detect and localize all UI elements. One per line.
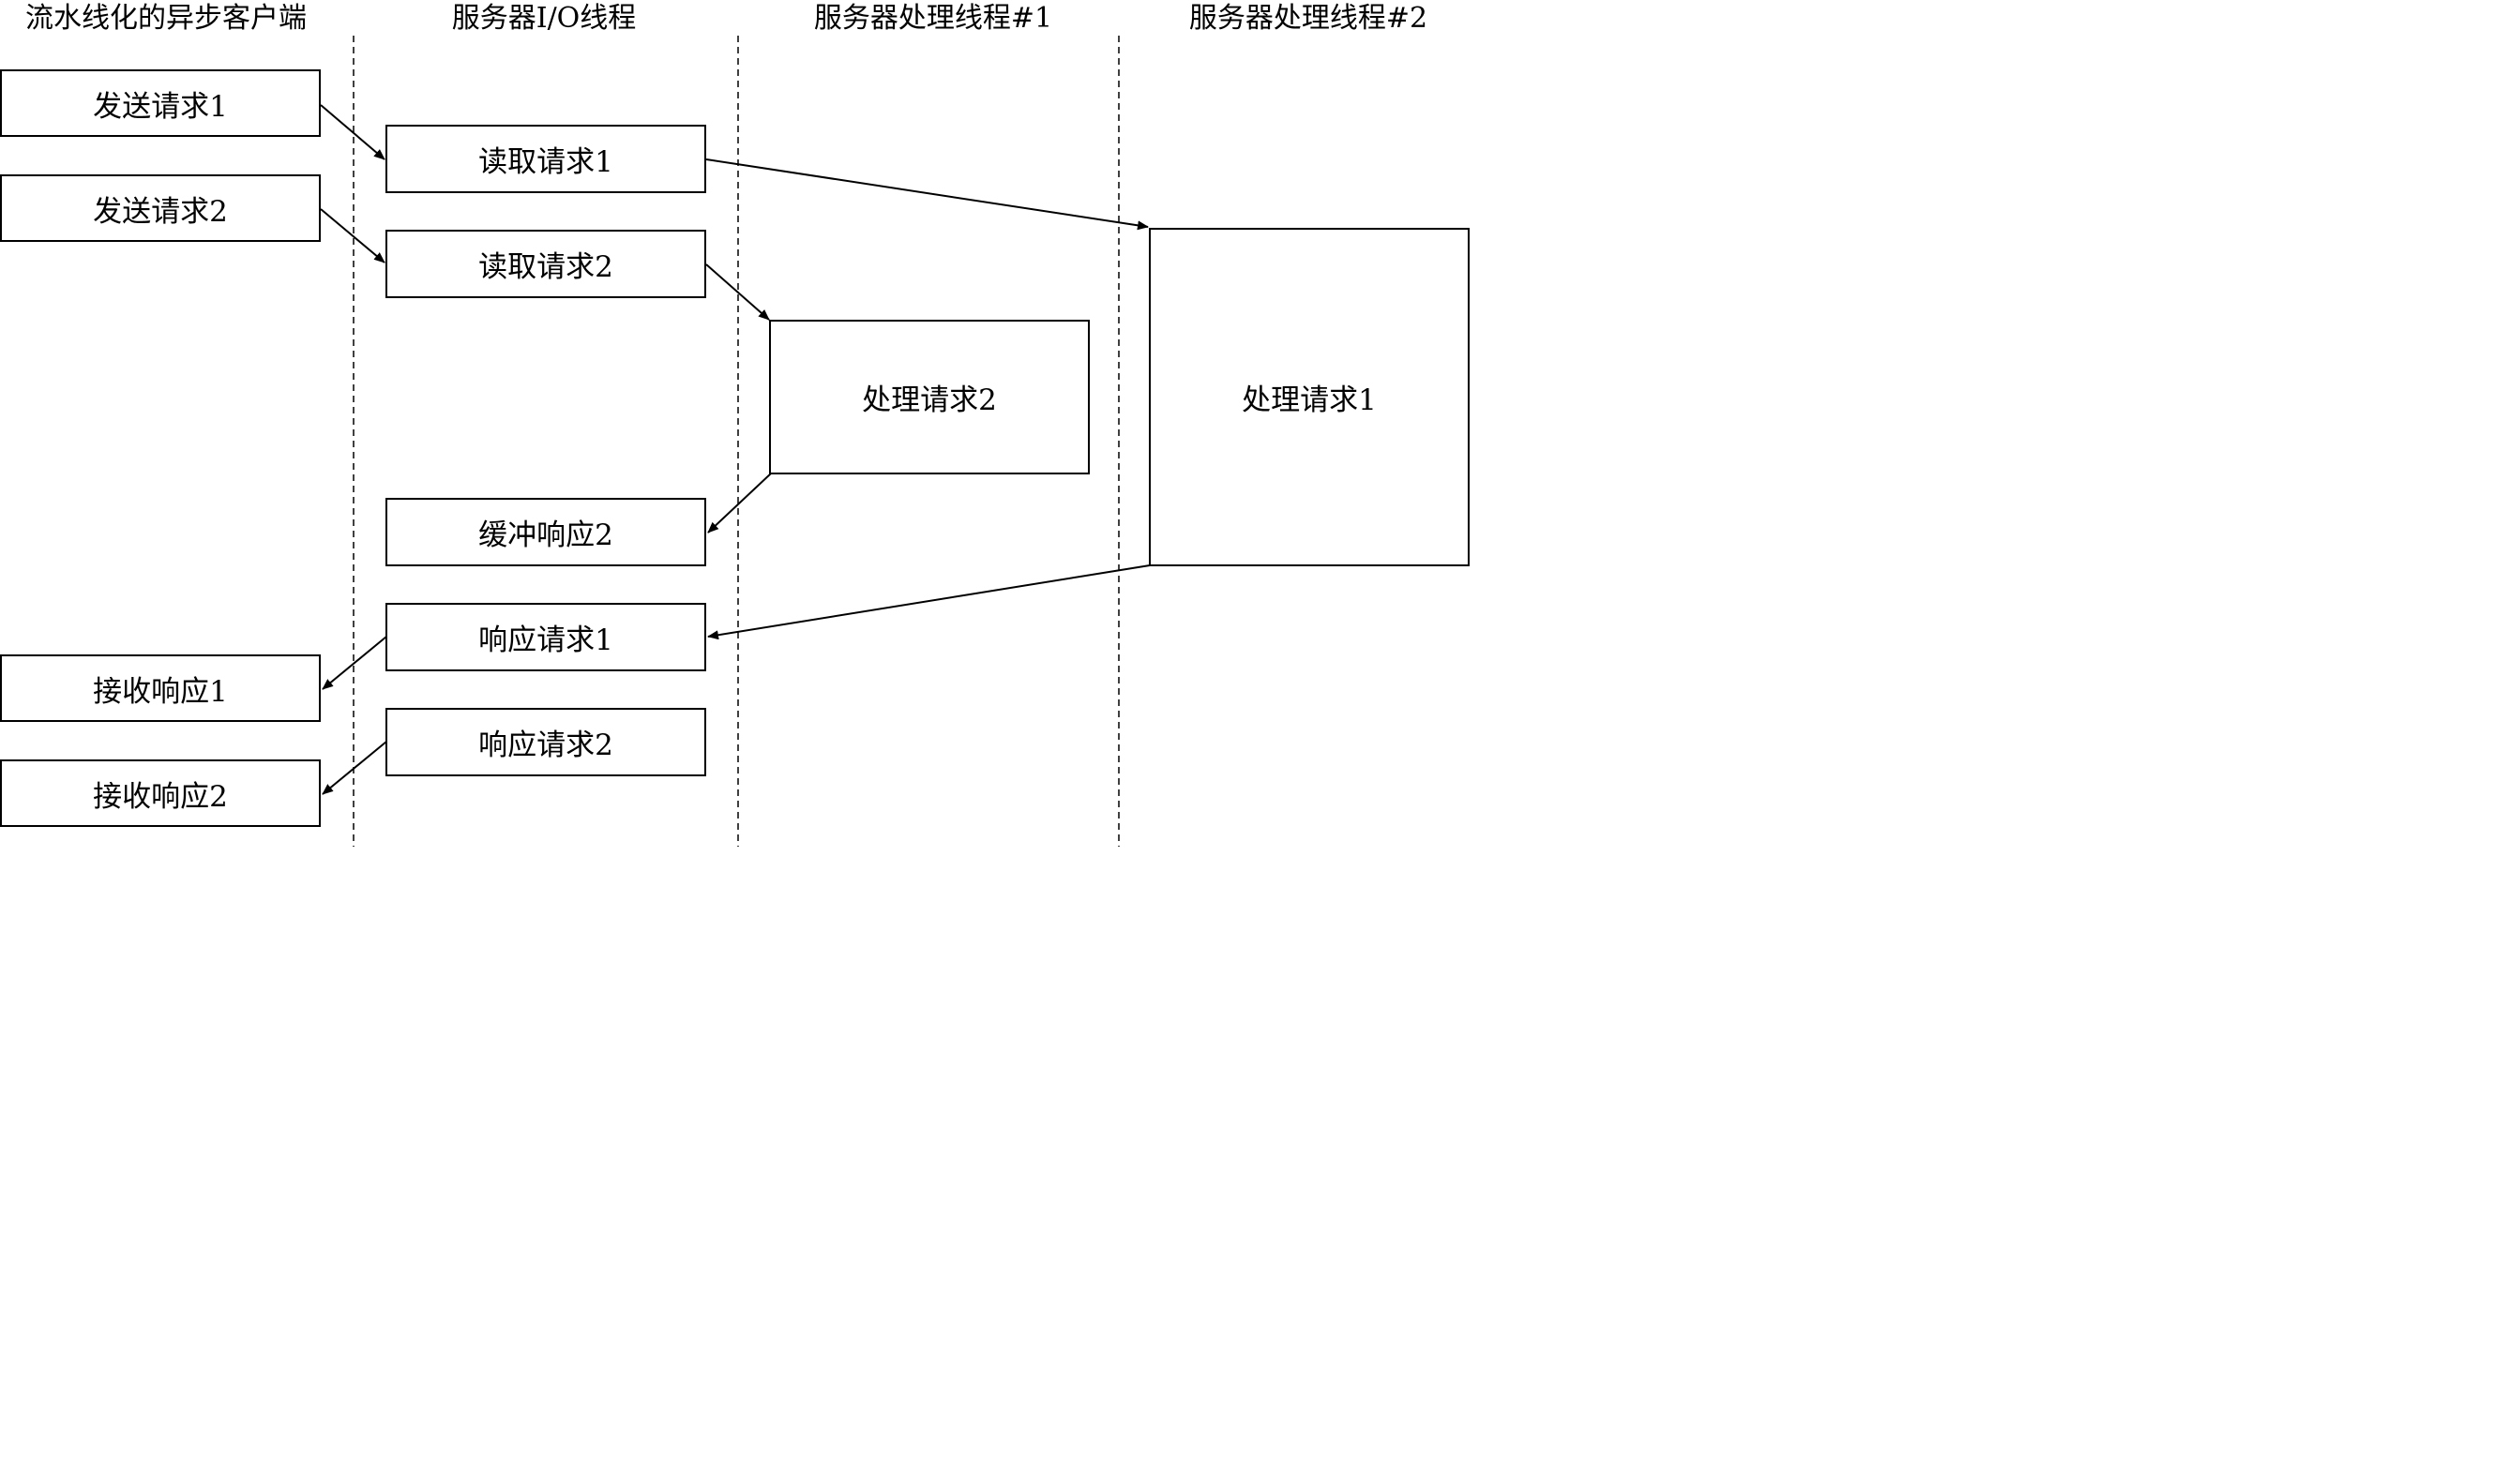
- step-read-request-2: 读取请求2: [385, 230, 706, 298]
- step-receive-response-2: 接收响应2: [0, 759, 321, 827]
- arrow-process1-to-respond1: [707, 564, 1151, 640]
- arrow-read2-to-process2: [705, 263, 770, 321]
- lane-title-worker2: 服务器处理线程#2: [1188, 2, 1428, 35]
- arrow-respond2-to-recv2: [322, 741, 387, 795]
- step-read-request-1: 读取请求1: [385, 125, 706, 193]
- step-label: 响应请求1: [478, 623, 613, 657]
- step-label: 接收响应1: [93, 674, 228, 709]
- arrow-respond1-to-recv1: [322, 636, 387, 690]
- arrow-send1-to-read1: [320, 104, 385, 160]
- lane-title-client: 流水线化的异步客户端: [25, 2, 307, 35]
- step-label: 处理请求2: [862, 383, 997, 417]
- step-process-request-1: 处理请求1: [1149, 228, 1470, 566]
- arrow-process2-to-buffer2: [707, 473, 772, 533]
- connector-layer: [320, 36, 1151, 847]
- step-label: 读取请求2: [478, 250, 613, 284]
- step-send-request-1: 发送请求1: [0, 69, 321, 137]
- arrow-read1-to-process1: [705, 158, 1149, 231]
- step-label: 响应请求2: [478, 728, 613, 762]
- step-receive-response-1: 接收响应1: [0, 654, 321, 722]
- step-label: 发送请求1: [93, 89, 228, 124]
- step-label: 处理请求1: [1242, 383, 1377, 417]
- step-process-request-2: 处理请求2: [769, 320, 1090, 474]
- lane-title-worker1: 服务器处理线程#1: [813, 2, 1053, 35]
- step-label: 读取请求1: [478, 145, 613, 179]
- lane-title-io: 服务器I/O线程: [451, 2, 637, 35]
- step-label: 缓冲响应2: [478, 518, 613, 552]
- step-label: 接收响应2: [93, 779, 228, 814]
- arrow-send2-to-read2: [320, 208, 385, 263]
- step-send-request-2: 发送请求2: [0, 174, 321, 242]
- step-respond-request-2: 响应请求2: [385, 708, 706, 776]
- step-respond-request-1: 响应请求1: [385, 603, 706, 671]
- step-buffer-response-2: 缓冲响应2: [385, 498, 706, 566]
- step-label: 发送请求2: [93, 194, 228, 229]
- pipelined-async-sequence-diagram: 流水线化的异步客户端 服务器I/O线程 服务器处理线程#1 服务器处理线程#2 …: [0, 0, 1471, 847]
